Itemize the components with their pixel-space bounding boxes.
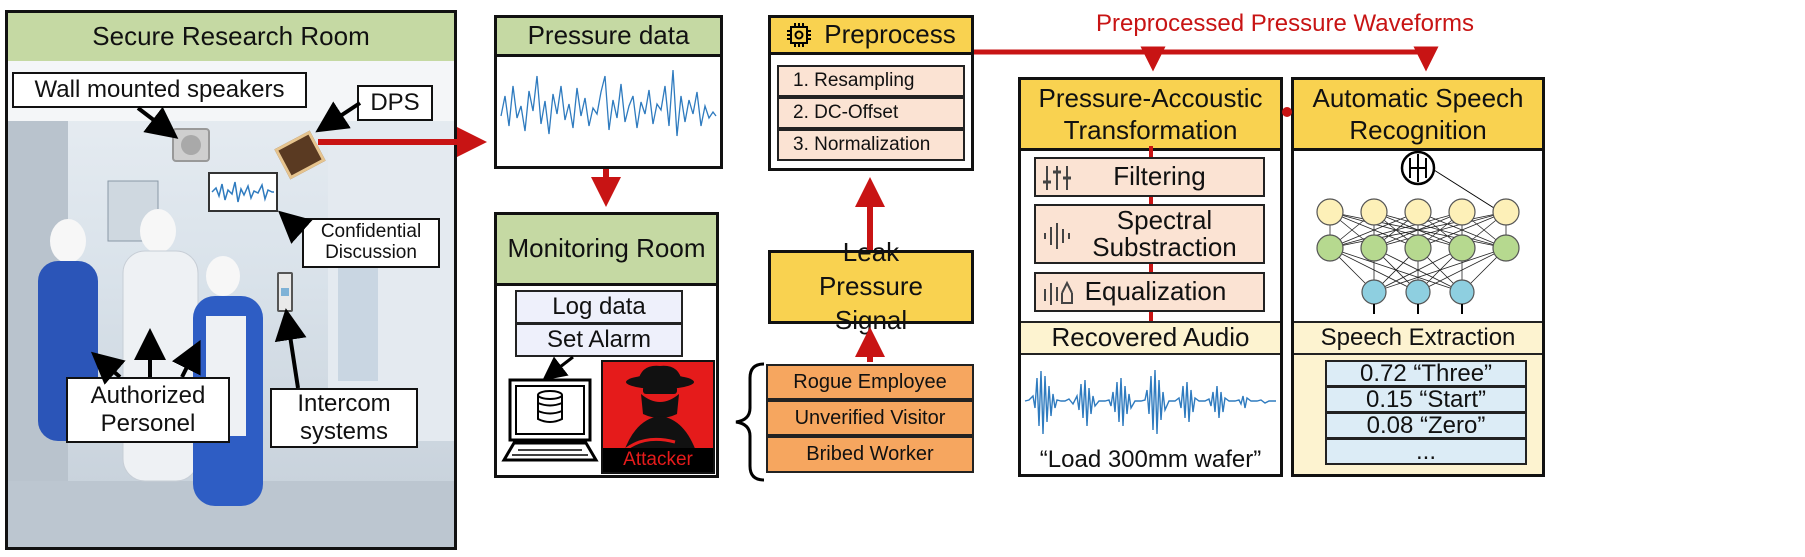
speaker-cone — [181, 135, 201, 155]
attacker-box: Attacker — [601, 360, 715, 474]
asr-result-more: ... — [1325, 438, 1527, 465]
preprocess-title: Preprocess — [824, 19, 956, 50]
neural-network-diagram — [1316, 150, 1520, 314]
spectral-label: Spectral Substraction — [1092, 204, 1237, 262]
waveforms-label: Preprocessed Pressure Waveforms — [1096, 10, 1474, 37]
asr-result-three: 0.72 “Three” — [1325, 360, 1527, 387]
discussion-waveform-thumb — [208, 172, 278, 212]
alarm-to-computer-pointer — [542, 355, 574, 381]
transformation-title: Pressure-Accoustic Transformation — [1021, 80, 1280, 151]
spy-icon — [623, 365, 697, 454]
preprocess-header: Preprocess — [771, 18, 971, 55]
brain-icon — [1400, 150, 1495, 209]
pressure-data-title: Pressure data — [497, 18, 720, 57]
leak-pressure-signal-box: Leak Pressure Signal — [768, 237, 974, 335]
speakers-label: Wall mounted speakers — [12, 72, 307, 108]
asr-result-zero: 0.08 “Zero” — [1325, 412, 1527, 439]
recovered-audio-header: Recovered Audio — [1021, 321, 1280, 355]
step-spectral-substraction: Spectral Substraction — [1034, 204, 1265, 264]
preprocess-step-dc-offset: 2. DC-Offset — [777, 97, 965, 129]
room-scene — [8, 61, 454, 547]
preprocess-step-normalization: 3. Normalization — [777, 129, 965, 161]
equalizer-sliders-icon — [1043, 166, 1071, 190]
intercom-device — [277, 272, 293, 312]
asr-title: Automatic Speech Recognition — [1294, 80, 1542, 151]
log-data-button[interactable]: Log data — [515, 290, 683, 324]
threat-bribed-worker: Bribed Worker — [766, 436, 974, 473]
dps-label: DPS — [357, 85, 433, 121]
speaker-device — [172, 128, 210, 162]
room-photo — [8, 61, 454, 547]
monitoring-title: Monitoring Room — [497, 215, 716, 286]
pressure-data-panel: Pressure data — [494, 15, 723, 169]
equalization-label: Equalization — [1084, 276, 1227, 307]
asr-result-start: 0.15 “Start” — [1325, 386, 1527, 413]
recovered-audio-waveform — [1024, 369, 1276, 435]
threat-rogue-employee: Rogue Employee — [766, 364, 974, 400]
personnel-label: Authorized Personel — [66, 377, 230, 443]
spectrum-icon — [1044, 223, 1070, 249]
thumb-waveform — [211, 181, 274, 203]
transcript-text: “Load 300mm wafer” — [1039, 446, 1262, 473]
set-alarm-button[interactable]: Set Alarm — [515, 323, 683, 357]
equalization-icon — [1044, 280, 1073, 305]
filtering-label: Filtering — [1113, 161, 1206, 192]
step-filtering: Filtering — [1034, 157, 1265, 197]
step-equalization: Equalization — [1034, 272, 1265, 312]
attacker-label: Attacker — [603, 448, 713, 472]
computer-icon — [501, 378, 599, 462]
secure-room-title: Secure Research Room — [8, 13, 454, 64]
threat-brace — [735, 362, 765, 482]
discussion-label: Confidential Discussion — [302, 218, 440, 268]
intercom-label: Intercom systems — [270, 388, 418, 448]
intercom-screen — [281, 288, 289, 296]
chip-icon — [787, 23, 812, 47]
threat-unverified-visitor: Unverified Visitor — [766, 400, 974, 436]
speech-extraction-header: Speech Extraction — [1294, 321, 1542, 355]
preprocess-step-resampling: 1. Resampling — [777, 65, 965, 97]
pressure-signal-plot — [500, 69, 717, 137]
